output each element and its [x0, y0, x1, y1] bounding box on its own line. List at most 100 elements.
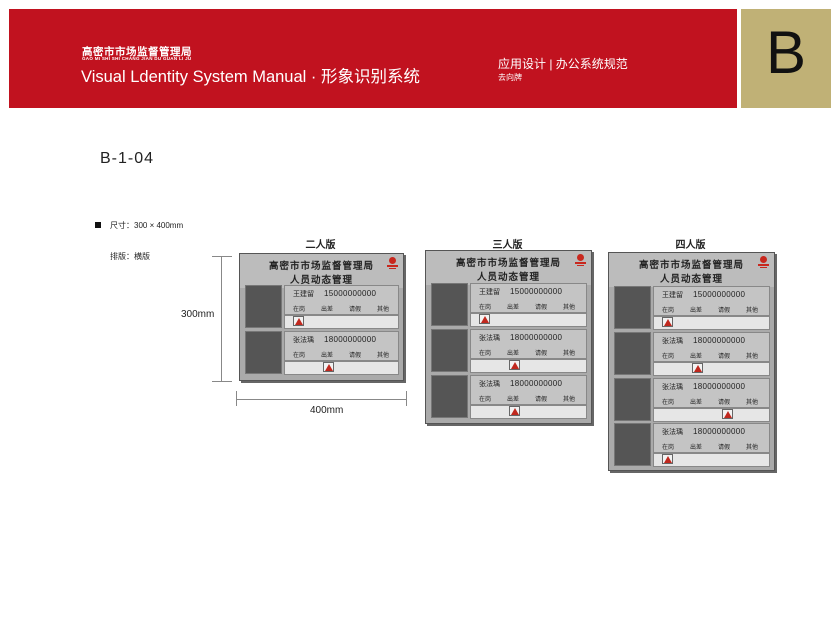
- section-badge: B: [741, 9, 831, 108]
- status-label: 请假: [535, 351, 548, 357]
- emblem-icon: [758, 256, 769, 269]
- status-label: 在岗: [293, 353, 306, 359]
- person-name: 张法瑀: [293, 337, 314, 344]
- status-label: 在岗: [662, 445, 675, 451]
- board-subtitle: 人员动态管理: [476, 272, 540, 283]
- status-label: 在岗: [662, 400, 675, 406]
- status-marker-icon[interactable]: [293, 316, 304, 326]
- status-marker-icon[interactable]: [479, 314, 490, 324]
- emblem-icon: [575, 254, 586, 267]
- status-label: 出差: [507, 351, 520, 357]
- status-label: 出差: [690, 354, 703, 360]
- board-subtitle: 人员动态管理: [289, 275, 353, 286]
- status-label: 其他: [377, 353, 390, 359]
- person-phone: 18000000000: [693, 382, 746, 391]
- status-slider[interactable]: [470, 405, 587, 419]
- width-dimension-tick: [236, 391, 237, 406]
- status-labels: 在岗出差请假其他: [479, 348, 591, 357]
- page-code: B-1-04: [100, 150, 155, 167]
- person-phone: 15000000000: [324, 289, 377, 298]
- status-label: 出差: [690, 445, 703, 451]
- status-marker-icon[interactable]: [692, 363, 703, 373]
- person-phone: 18000000000: [510, 333, 563, 342]
- status-label: 请假: [718, 308, 731, 314]
- status-labels: 在岗 出差 请假 其他: [479, 394, 591, 403]
- status-label: 其他: [563, 305, 576, 311]
- width-dimension-tick: [406, 391, 407, 406]
- status-marker-icon[interactable]: [662, 317, 673, 327]
- status-label: 其他: [563, 397, 576, 403]
- status-label: 出差: [507, 397, 520, 403]
- height-dimension-line: [221, 256, 222, 382]
- person-name: 王建留: [662, 292, 683, 299]
- height-dimension-label: 300mm: [181, 309, 215, 320]
- status-marker-icon[interactable]: [662, 454, 673, 464]
- status-label: 在岗: [479, 397, 492, 403]
- manual-title: Visual Ldentity System Manual · 形象识别系统: [81, 68, 420, 86]
- status-labels: 在岗出差请假其他: [662, 351, 774, 360]
- status-marker-icon[interactable]: [509, 406, 520, 416]
- status-label: 其他: [746, 445, 759, 451]
- person-info: 王建留 15000000000: [662, 290, 745, 300]
- status-labels: 在岗出差请假其他: [662, 305, 774, 314]
- status-label: 请假: [535, 397, 548, 403]
- status-label: 其他: [377, 307, 390, 313]
- status-slider[interactable]: [284, 315, 399, 329]
- person-photo: [245, 331, 282, 374]
- status-slider[interactable]: [653, 453, 770, 467]
- height-dimension-tick: [212, 256, 232, 257]
- person-phone: 15000000000: [693, 290, 746, 299]
- person-photo: [431, 283, 468, 326]
- status-label: 出差: [507, 305, 520, 311]
- board-org-name: 高密市市场监督管理局: [455, 258, 561, 269]
- bullet-icon: [95, 222, 101, 228]
- status-labels: 在岗出差请假其他: [293, 304, 405, 313]
- person-photo: [614, 423, 651, 466]
- person-photo: [614, 332, 651, 375]
- status-slider[interactable]: [653, 316, 770, 330]
- section-title: 应用设计 | 办公系统规范: [498, 57, 628, 71]
- person-phone: 18000000000: [510, 379, 563, 388]
- status-label: 出差: [690, 400, 703, 406]
- height-dimension-tick: [212, 381, 232, 382]
- status-label: 在岗: [479, 351, 492, 357]
- status-labels: 在岗出差请假其他: [293, 350, 405, 359]
- badge-letter: B: [765, 19, 807, 86]
- status-slider[interactable]: [284, 361, 399, 375]
- org-name-cn: 高密市市场监督管理局: [82, 46, 192, 58]
- person-photo: [431, 375, 468, 418]
- status-slider[interactable]: [470, 313, 587, 327]
- status-slider[interactable]: [653, 408, 770, 422]
- status-marker-icon[interactable]: [722, 409, 733, 419]
- width-dimension-line: [236, 399, 407, 400]
- person-phone: 15000000000: [510, 287, 563, 296]
- board-header: 高密市市场监督管理局人员动态管理: [426, 251, 591, 285]
- org-name-pinyin: GAO MI SHI SHI CHANG JIAN DU GUAN LI JU: [82, 56, 192, 61]
- status-label: 出差: [321, 307, 334, 313]
- status-slider[interactable]: [470, 359, 587, 373]
- person-phone: 18000000000: [324, 335, 377, 344]
- status-label: 请假: [349, 307, 362, 313]
- status-labels: 在岗出差请假其他: [662, 442, 774, 451]
- board-title: 四人版: [675, 240, 706, 251]
- person-name: 张法瑀: [479, 335, 500, 342]
- emblem-icon: [387, 257, 398, 270]
- status-slider[interactable]: [653, 362, 770, 376]
- person-phone: 18000000000: [693, 336, 746, 345]
- board-org-name: 高密市市场监督管理局: [268, 261, 374, 272]
- status-marker-icon[interactable]: [323, 362, 334, 372]
- status-marker-icon[interactable]: [509, 360, 520, 370]
- board-subtitle: 人员动态管理: [659, 274, 723, 285]
- header-banner: [9, 9, 737, 108]
